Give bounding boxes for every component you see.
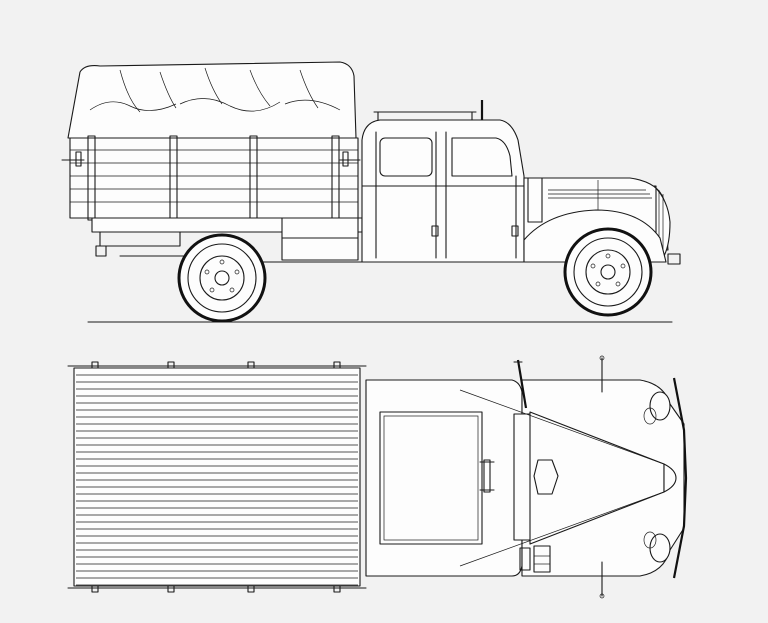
bed-slats: [76, 374, 358, 586]
side-view: [61, 61, 681, 323]
cab-roof-top: [365, 379, 523, 577]
hood-top: [459, 377, 688, 579]
cab: [361, 100, 525, 263]
cargo-body: [61, 135, 361, 221]
chassis-frame: [91, 217, 561, 263]
rear-wheel: [177, 233, 267, 323]
mirror-and-details: [513, 355, 605, 599]
canvas-tarp: [67, 61, 357, 139]
cargo-bed-top: [67, 361, 367, 593]
top-view: [67, 355, 688, 599]
front-wheel: [563, 227, 653, 317]
